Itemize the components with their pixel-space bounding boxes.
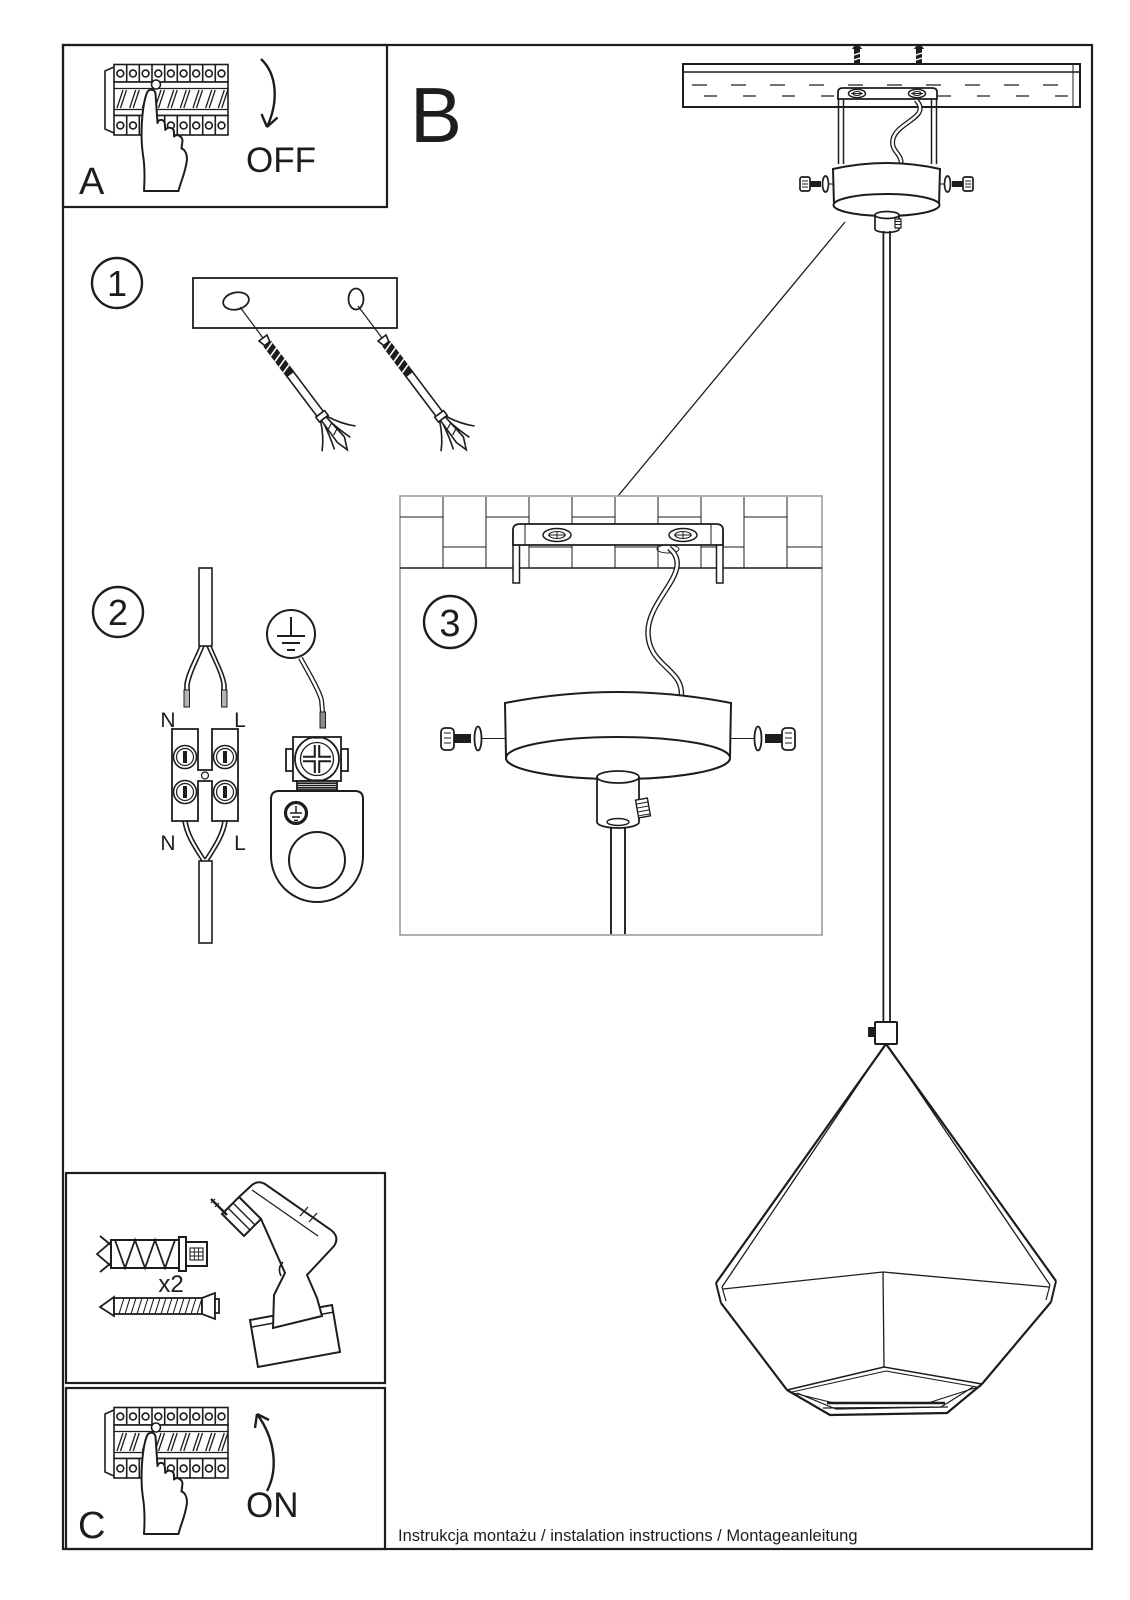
step-2-wiring: 2 N L N L [91, 567, 364, 944]
drill-icon [210, 1181, 342, 1369]
on-label: ON [246, 1486, 299, 1525]
arrow-down-icon [260, 58, 279, 128]
panel-c-power-on: ON C [64, 1386, 387, 1551]
circuit-breaker-hand-icon [104, 1406, 229, 1535]
wire-label-l-bottom: L [234, 832, 246, 855]
canopy-wire-icon [890, 98, 923, 167]
detail-canopy-icon [503, 691, 733, 934]
canopy-icon [831, 162, 942, 234]
panel-a-label: A [79, 161, 105, 203]
circuit-breaker-hand-icon [104, 63, 229, 192]
footer-line-1: Instrukcja montażu / instalation instruc… [398, 1527, 858, 1545]
page-border [61, 43, 1094, 1551]
ceiling-mount-overview [617, 45, 1081, 1022]
detail-wire-icon [645, 545, 685, 700]
wire-label-l-top: L [234, 709, 246, 732]
step-1-number: 1 [107, 263, 127, 304]
step-3-number: 3 [439, 603, 460, 645]
wall-anchor-screw-icon [245, 324, 365, 464]
step-2-badge [91, 585, 145, 639]
panel-c-border [64, 1386, 387, 1551]
step-2-number: 2 [108, 592, 128, 633]
lamp-shade-wireframe [715, 1043, 1057, 1417]
step-3-canopy-detail: 3 [399, 495, 823, 936]
earth-ground-symbol-icon [266, 609, 316, 659]
wire-label-n-top: N [160, 709, 175, 732]
canopy-side-screws-icon [799, 175, 974, 193]
wall-anchor-screw-icon [364, 324, 484, 464]
beam-screws-icon [852, 45, 924, 64]
hardware-tools-box: x2 [64, 1171, 387, 1385]
wall-plug-icon [95, 1235, 208, 1273]
pendant-lamp-icon [715, 1021, 1057, 1417]
detail-bracket-icon [512, 523, 724, 584]
mounting-screw-icon [98, 1291, 220, 1321]
connector-screw [868, 1027, 875, 1037]
panel-b-label: B [410, 71, 462, 159]
panel-a-power-off: OFF A [61, 43, 389, 209]
detail-callout-line [617, 221, 846, 497]
step-3-badge [422, 594, 478, 650]
hanging-bracket-icon [837, 87, 938, 164]
panel-c-label: C [78, 1505, 105, 1547]
step-1-badge [90, 256, 144, 310]
ground-terminal-clamp-icon [270, 656, 364, 903]
arrow-up-icon [253, 1412, 275, 1492]
anchor-quantity-label: x2 [158, 1271, 183, 1298]
terminal-block-wiring-icon [171, 567, 239, 944]
wire-label-n-bottom: N [160, 832, 175, 855]
mounting-bracket-icon [192, 277, 398, 339]
step-1-drilling: 1 [90, 256, 484, 464]
detail-side-screws-icon [440, 725, 796, 752]
suspension-rod [882, 231, 891, 1022]
lamp-top-connector [874, 1021, 898, 1045]
ceiling-beam-icon [682, 63, 1081, 108]
footer-caption: Instrukcja montażu / instalation instruc… [398, 1464, 1058, 1600]
hardware-box-border [64, 1171, 387, 1385]
off-label: OFF [246, 141, 316, 180]
panel-a-border [61, 43, 389, 209]
